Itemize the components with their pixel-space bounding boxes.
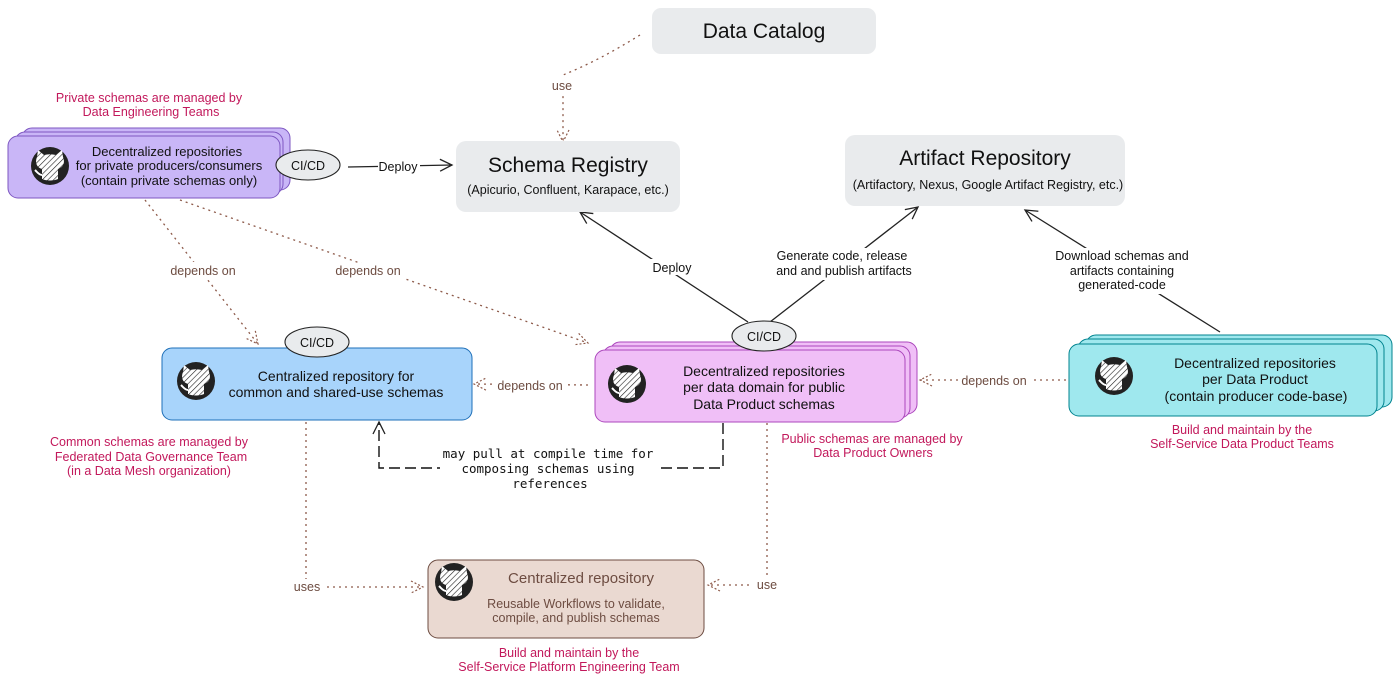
schema-registry-title: Schema Registry bbox=[488, 154, 648, 177]
public-annotation-2: Data Product Owners bbox=[813, 446, 933, 460]
edge-label-depends-left: depends on bbox=[170, 264, 235, 278]
product-repo-line-2: per Data Product bbox=[1202, 371, 1308, 387]
public-repo-line-2: per data domain for public bbox=[683, 379, 845, 395]
edge-label-may-pull-3: references bbox=[512, 476, 587, 491]
private-repo-line-3: (contain private schemas only) bbox=[81, 173, 257, 188]
edge-label-download-3: generated-code bbox=[1078, 278, 1166, 292]
product-repo-node[interactable]: Decentralized repositories per Data Prod… bbox=[1068, 334, 1393, 417]
product-repo-line-1: Decentralized repositories bbox=[1174, 355, 1336, 371]
private-cicd-badge[interactable]: CI/CD bbox=[275, 149, 341, 181]
public-cicd-badge[interactable]: CI/CD bbox=[731, 320, 797, 352]
github-icon bbox=[30, 146, 70, 186]
edge-label-deploy-private: Deploy bbox=[379, 160, 419, 174]
private-repo-line-1: Decentralized repositories bbox=[92, 144, 243, 159]
edge-label-may-pull-2: composing schemas using bbox=[461, 461, 634, 476]
workflow-repo-title: Centralized repository bbox=[508, 570, 654, 587]
github-icon bbox=[607, 364, 647, 404]
data-catalog-node[interactable]: Data Catalog bbox=[652, 8, 876, 54]
private-annotation-1: Private schemas are managed by bbox=[56, 91, 243, 105]
edge-label-download-1: Download schemas and bbox=[1055, 249, 1188, 263]
edge-label-deploy-public: Deploy bbox=[653, 261, 693, 275]
artifact-repository-title: Artifact Repository bbox=[899, 147, 1071, 170]
edge-catalog-registry bbox=[556, 34, 641, 144]
edge-label-uses: uses bbox=[294, 580, 320, 594]
edge-label-use-catalog: use bbox=[552, 79, 572, 93]
edge-label-may-pull-1: may pull at compile time for bbox=[443, 446, 654, 461]
common-cicd-badge[interactable]: CI/CD bbox=[284, 326, 350, 358]
private-cicd-label: CI/CD bbox=[291, 159, 325, 173]
github-icon bbox=[176, 361, 216, 401]
common-repo-node[interactable]: Centralized repository for common and sh… bbox=[161, 347, 473, 421]
edge-label-depends-product: depends on bbox=[961, 374, 1026, 388]
edge-label-depends-common: depends on bbox=[497, 379, 562, 393]
github-icon bbox=[1094, 356, 1134, 396]
private-annotation-2: Data Engineering Teams bbox=[83, 105, 220, 119]
github-icon bbox=[434, 562, 474, 602]
data-catalog-title: Data Catalog bbox=[703, 20, 826, 43]
public-repo-node[interactable]: Decentralized repositories per data doma… bbox=[594, 341, 918, 423]
public-repo-line-1: Decentralized repositories bbox=[683, 363, 845, 379]
edge-public-common bbox=[472, 377, 589, 391]
product-annotation-2: Self-Service Data Product Teams bbox=[1150, 437, 1334, 451]
common-annotation-2: Federated Data Governance Team bbox=[55, 450, 247, 464]
public-annotation-1: Public schemas are managed by bbox=[781, 432, 963, 446]
edge-label-download-2: artifacts containing bbox=[1070, 264, 1174, 278]
artifact-repository-subtitle: (Artifactory, Nexus, Google Artifact Reg… bbox=[853, 178, 1123, 192]
edge-label-generate-code-1: Generate code, release bbox=[777, 249, 908, 263]
schema-registry-subtitle: (Apicurio, Confluent, Karapace, etc.) bbox=[467, 183, 669, 197]
edge-public-workflow bbox=[706, 423, 768, 592]
private-repo-node[interactable]: Decentralized repositories for private p… bbox=[7, 127, 291, 199]
edge-label-depends-mid: depends on bbox=[335, 264, 400, 278]
common-cicd-label: CI/CD bbox=[300, 336, 334, 350]
private-repo-line-2: for private producers/consumers bbox=[76, 158, 263, 173]
edge-label-generate-code-2: and and publish artifacts bbox=[776, 264, 912, 278]
artifact-repository-node[interactable]: Artifact Repository (Artifactory, Nexus,… bbox=[845, 135, 1125, 206]
edge-common-workflow bbox=[305, 422, 425, 594]
workflow-annotation-1: Build and maintain by the bbox=[499, 646, 639, 660]
workflow-repo-line-2: compile, and publish schemas bbox=[492, 611, 659, 625]
workflow-repo-node[interactable]: Centralized repository Reusable Workflow… bbox=[427, 559, 705, 639]
common-repo-line-2: common and shared-use schemas bbox=[229, 384, 444, 400]
public-cicd-label: CI/CD bbox=[747, 330, 781, 344]
common-repo-line-1: Centralized repository for bbox=[258, 368, 415, 384]
common-annotation-1: Common schemas are managed by bbox=[50, 435, 249, 449]
edge-label-use-workflow: use bbox=[757, 578, 777, 592]
workflow-annotation-2: Self-Service Platform Engineering Team bbox=[458, 660, 679, 674]
public-repo-line-3: Data Product schemas bbox=[693, 396, 835, 412]
common-annotation-3: (in a Data Mesh organization) bbox=[67, 464, 231, 478]
product-annotation-1: Build and maintain by the bbox=[1172, 423, 1312, 437]
product-repo-line-3: (contain producer code-base) bbox=[1165, 388, 1348, 404]
schema-registry-node[interactable]: Schema Registry (Apicurio, Confluent, Ka… bbox=[456, 141, 680, 212]
workflow-repo-line-1: Reusable Workflows to validate, bbox=[487, 597, 665, 611]
